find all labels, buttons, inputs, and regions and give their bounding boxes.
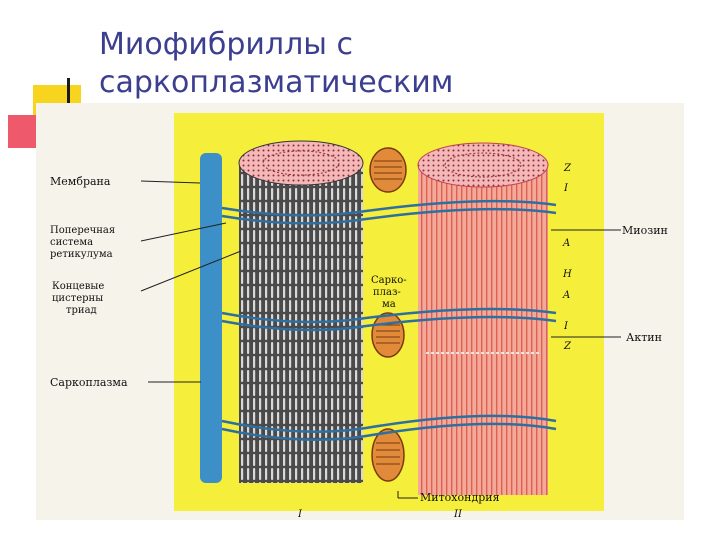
- myofibril-figure: Мембрана Поперечная система ретикулума К…: [36, 103, 684, 520]
- label-reticulum-1: Поперечная: [50, 225, 115, 236]
- label-sarcoplasm-mid-2: плаз-: [373, 287, 401, 298]
- reticulum-bands: [221, 199, 557, 441]
- band-i-top: I: [563, 183, 569, 194]
- label-sarcoplasm-mid-3: ма: [382, 299, 396, 310]
- label-cisterns-2: цистерны: [52, 293, 103, 304]
- slide-title: Миофибриллы с саркоплазматическим: [99, 26, 659, 102]
- panel-label-1: I: [297, 509, 303, 520]
- title-line-1: Миофибриллы с: [99, 27, 353, 62]
- leader-lines: [140, 180, 621, 499]
- label-mitochondria: Митохондрия: [420, 491, 500, 504]
- mitochondrion-middle: [371, 312, 405, 358]
- label-cisterns-1: Концевые: [52, 281, 104, 292]
- label-reticulum-3: ретикулума: [50, 249, 113, 260]
- band-h: H: [562, 269, 572, 280]
- label-sarcoplasm-left: Саркоплазма: [50, 376, 128, 389]
- panel-label-2: II: [453, 509, 463, 520]
- decor-vertical-line: [67, 78, 70, 120]
- myofibril-diagram: Мембрана Поперечная система ретикулума К…: [50, 113, 668, 520]
- label-actin: Актин: [626, 331, 662, 344]
- band-z-bottom: Z: [563, 341, 572, 352]
- mitochondrion-top: [369, 147, 407, 193]
- vertical-tubule: [200, 153, 222, 483]
- label-myosin: Миозин: [622, 224, 668, 237]
- label-sarcoplasm-mid-1: Сарко-: [371, 275, 407, 286]
- band-a-1: A: [562, 238, 570, 249]
- light-myofibril: [417, 142, 549, 495]
- mitochondrion-bottom: [371, 428, 405, 482]
- label-cisterns-3: триад: [66, 305, 97, 316]
- title-line-2: саркоплазматическим: [99, 65, 454, 100]
- band-i-bottom: I: [563, 321, 569, 332]
- label-membrane: Мембрана: [50, 175, 111, 188]
- band-a-2: A: [562, 290, 570, 301]
- label-reticulum-2: система: [50, 237, 93, 248]
- band-z-top: Z: [563, 163, 572, 174]
